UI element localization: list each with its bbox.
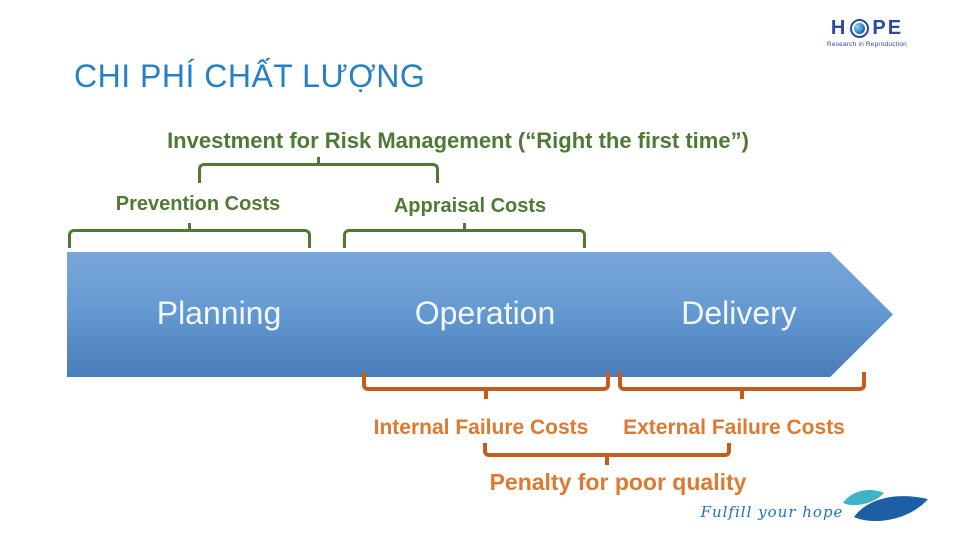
prevention-label: Prevention Costs	[115, 193, 281, 215]
leaf-logo	[843, 490, 928, 522]
internal-failure-bracket	[362, 372, 610, 399]
stage-planning: Planning	[156, 294, 282, 331]
hope-eye-icon	[850, 19, 870, 38]
blue-leaf-icon	[854, 496, 928, 522]
internal-failure-label: Internal Failure Costs	[373, 416, 589, 439]
external-failure-label: External Failure Costs	[623, 416, 845, 439]
page-title: CHI PHÍ CHẤT LƯỢNG	[74, 58, 426, 94]
teal-leaf-icon	[843, 490, 884, 506]
hope-logo-subtitle: Research in Reproduction	[827, 41, 907, 48]
external-failure-bracket	[618, 372, 866, 399]
process-arrow: Planning Operation Delivery	[67, 252, 893, 377]
eye-ball-icon	[853, 22, 865, 34]
hope-logo-h: H	[830, 17, 848, 39]
stage-delivery: Delivery	[681, 294, 797, 331]
prevention-bracket	[68, 223, 311, 248]
hope-logo-wordmark: H PE	[812, 17, 922, 40]
penalty-bracket	[483, 443, 731, 465]
penalty-label: Penalty for poor quality	[489, 469, 747, 495]
tagline: Fulfill your hope	[700, 503, 844, 521]
appraisal-label: Appraisal Costs	[393, 195, 547, 217]
hope-logo-pe: PE	[872, 17, 904, 39]
stage-operation: Operation	[414, 294, 556, 331]
appraisal-bracket	[343, 223, 586, 248]
investment-bracket	[198, 157, 439, 183]
hope-logo: H PE Research in Reproduction	[812, 17, 922, 48]
investment-label: Investment for Risk Management (“Right t…	[167, 128, 749, 153]
